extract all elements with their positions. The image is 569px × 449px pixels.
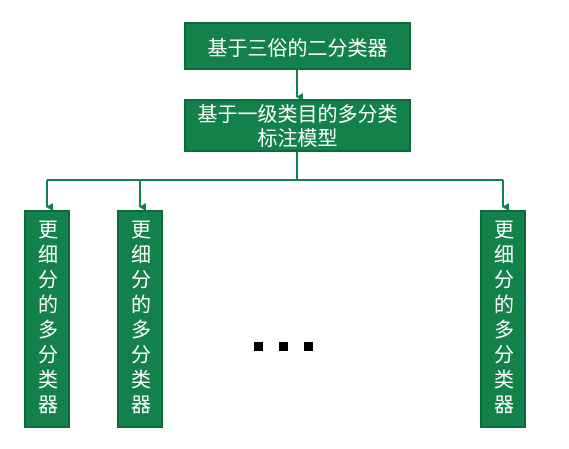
fine-grained-classifier-label-3: 更细分的多分类器: [490, 219, 515, 419]
ellipsis-dot: [254, 342, 263, 351]
fine-grained-classifier-node-2: 更细分的多分类器: [117, 210, 163, 428]
binary-classifier-label: 基于三俗的二分类器: [207, 35, 388, 60]
fine-grained-classifier-node-1: 更细分的多分类器: [24, 210, 70, 428]
ellipsis-dot: [279, 342, 288, 351]
fine-grained-classifier-node-3: 更细分的多分类器: [480, 210, 526, 428]
fine-grained-classifier-label-2: 更细分的多分类器: [127, 219, 152, 419]
fine-grained-classifier-label-1: 更细分的多分类器: [34, 219, 59, 419]
multiclass-label-line-1: 基于一级类目的多分类: [197, 101, 398, 126]
multiclass-label-line-2: 标注模型: [257, 125, 338, 150]
binary-classifier-node: 基于三俗的二分类器: [184, 22, 411, 70]
multiclass-labeling-node: 基于一级类目的多分类 标注模型: [184, 99, 411, 152]
ellipsis-dot: [304, 342, 313, 351]
